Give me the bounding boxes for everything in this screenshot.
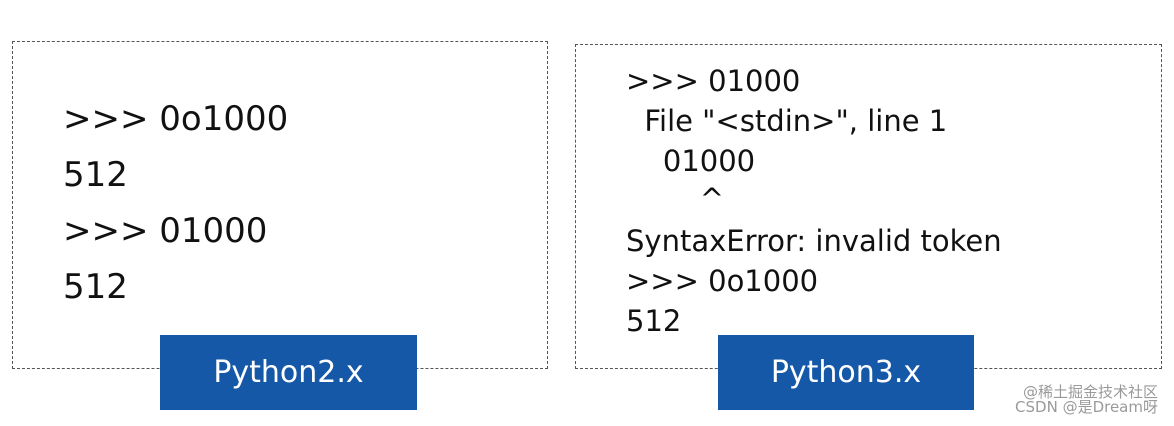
- console-line: 512: [626, 304, 682, 338]
- python3-console-panel: >>> 01000 File "<stdin>", line 1 01000 ^…: [575, 44, 1162, 369]
- console-line: 01000: [626, 144, 756, 178]
- console-line: File "<stdin>", line 1: [626, 104, 948, 138]
- watermark-line-1: @稀土掘金技术社区: [1022, 382, 1158, 401]
- console-line: 512: [63, 155, 128, 195]
- console-line: 512: [63, 267, 128, 307]
- python3-label: Python3.x: [718, 335, 974, 410]
- console-line: >>> 01000: [63, 211, 268, 251]
- watermark-line-2: CSDN @是Dream呀: [1015, 398, 1158, 417]
- console-line: >>> 0o1000: [63, 99, 289, 139]
- console-line: >>> 01000: [626, 64, 801, 98]
- python2-label: Python2.x: [160, 335, 417, 410]
- console-line: ^: [626, 182, 725, 216]
- console-line: SyntaxError: invalid token: [626, 224, 1002, 258]
- python2-console-panel: >>> 0o1000 512 >>> 01000 512: [12, 41, 548, 369]
- console-line: >>> 0o1000: [626, 264, 819, 298]
- watermark: @稀土掘金技术社区 CSDN @是Dream呀: [1015, 382, 1158, 417]
